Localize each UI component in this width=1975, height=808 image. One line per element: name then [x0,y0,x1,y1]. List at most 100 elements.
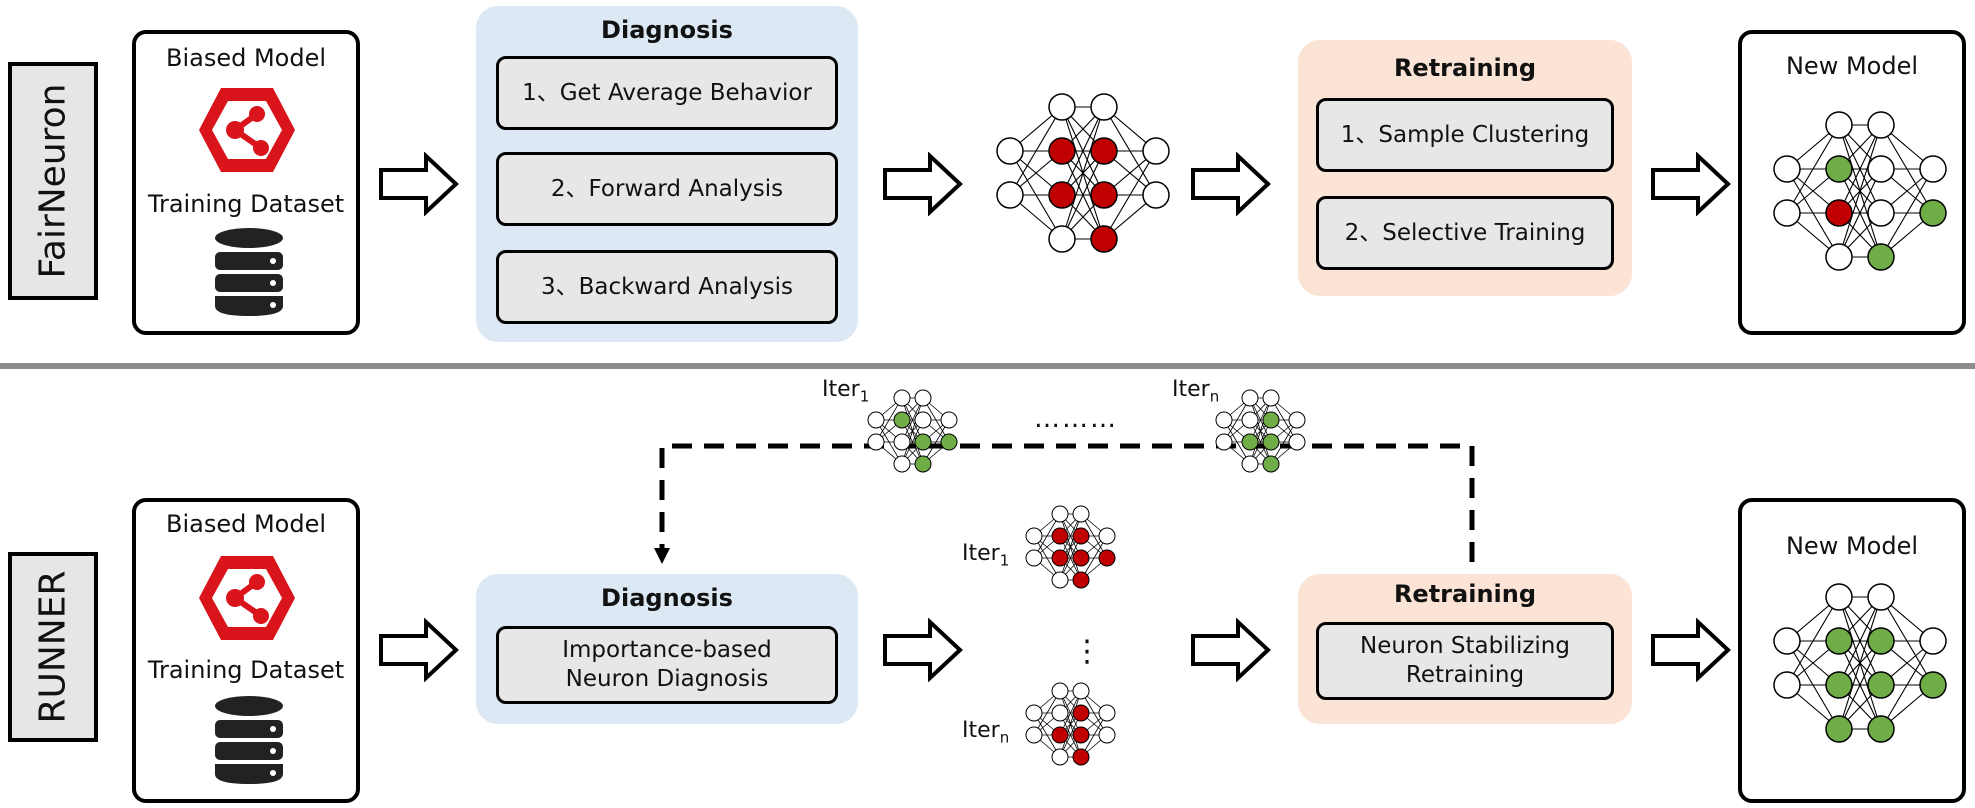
nn-neuron [1825,155,1853,183]
nn-neuron [1025,549,1043,567]
diagnosis-step-3: 3、Backward Analysis [496,250,838,324]
retraining-step-2: 2、Selective Training [1316,196,1614,270]
mid-iter-1-network [1025,505,1116,589]
nn-neuron [1048,225,1076,253]
nn-neuron [1090,93,1118,121]
top-new-model-title: New Model [1785,52,1919,80]
nn-neuron [1773,199,1801,227]
top-iter-1-label: Iter1 [822,377,869,405]
nn-edge [1009,106,1063,196]
fairneuron-label: FairNeuron [8,62,98,300]
nn-neuron [1051,682,1069,700]
top-iter-1-base: Iter [822,377,860,402]
nn-edge [1061,106,1105,196]
mid-iter-1-sub: 1 [999,551,1010,570]
nn-neuron [1773,671,1801,699]
top-iter-1-sub: 1 [859,387,870,406]
nn-neuron [893,433,911,451]
top-training-dataset-label: Training Dataset [147,190,345,218]
mid-iter-1-base: Iter [962,541,1000,566]
feedback-dashed-line [659,443,1475,562]
nn-neuron [1825,715,1853,743]
feedback-arrowhead [654,548,670,564]
importance-diagnosis-step: Importance-based Neuron Diagnosis [496,626,838,704]
nn-neuron [1867,715,1895,743]
nn-neuron [1867,111,1895,139]
nn-edge [1270,419,1298,465]
nn-neuron [1072,726,1090,744]
top-new-model-network [1773,111,1947,271]
importance-diagnosis-line-1: Importance-based [562,637,772,664]
nn-edge [1061,150,1105,240]
mid-iter-1-label: Iter1 [962,541,1009,569]
nn-edge [1249,397,1272,465]
nn-neuron [1098,704,1116,722]
nn-neuron [996,181,1024,209]
nn-neuron [1825,583,1853,611]
nn-neuron [1072,571,1090,589]
nn-neuron [867,411,885,429]
nn-edge [1786,124,1840,214]
bottom-retraining-panel: Retraining Neuron Stabilizing Retraining [1298,574,1632,724]
nn-neuron [1919,155,1947,183]
bottom-arrow-4 [1651,618,1731,682]
nn-neuron [1098,527,1116,545]
nn-neuron [1241,433,1259,451]
nn-neuron [1098,549,1116,567]
nn-edge [875,397,903,443]
nn-neuron [914,433,932,451]
nn-edge [1103,150,1157,240]
nn-neuron [1288,433,1306,451]
nn-edge [922,419,950,465]
horizontal-ellipsis: ……… [1034,404,1118,434]
nn-neuron [1142,137,1170,165]
nn-neuron [1090,181,1118,209]
bottom-new-model-title: New Model [1785,532,1919,560]
bottom-new-model-card: New Model [1738,498,1966,803]
nn-neuron [1867,243,1895,271]
nn-neuron [1072,549,1090,567]
nn-edge [1838,168,1882,258]
nn-neuron [940,411,958,429]
nn-neuron [1825,111,1853,139]
top-iter-1-network [867,389,958,473]
nn-neuron [940,433,958,451]
nn-neuron [1090,225,1118,253]
mid-iter-n-base: Iter [962,718,1000,743]
nn-neuron [1262,455,1280,473]
vertical-ellipsis: ⋮ [1072,634,1102,669]
bottom-biased-model-card: Biased Model Training Dataset [132,498,360,803]
top-biased-model-title: Biased Model [165,44,327,72]
top-arrow-1 [379,152,459,216]
nn-edge [1059,690,1082,758]
nn-neuron [1773,155,1801,183]
nn-neuron [914,411,932,429]
nn-neuron [1048,93,1076,121]
top-iter-n-label: Itern [1172,377,1219,405]
nn-neuron [1098,726,1116,744]
bottom-diagnosis-panel: Diagnosis Importance-based Neuron Diagno… [476,574,858,724]
hexagon-share-icon [199,556,295,640]
nn-edge [1033,513,1061,559]
nn-neuron [1072,682,1090,700]
nn-neuron [893,389,911,407]
top-diagnosis-panel: Diagnosis 1、Get Average Behavior 2、Forwa… [476,6,858,342]
nn-edge [1080,535,1108,581]
top-diagnosed-network [996,93,1170,253]
nn-neuron [1025,527,1043,545]
nn-neuron [1773,627,1801,655]
bottom-arrow-1 [379,618,459,682]
nn-neuron [1262,433,1280,451]
nn-neuron [1051,726,1069,744]
mid-iter-n-sub: n [999,728,1010,747]
nn-neuron [1051,571,1069,589]
database-icon [215,696,283,784]
nn-edge [1880,168,1934,258]
bottom-biased-model-title: Biased Model [165,510,327,538]
nn-neuron [1072,748,1090,766]
nn-edge [1838,124,1882,258]
top-diagnosis-title: Diagnosis [601,16,733,44]
neuron-stabilizing-line-2: Retraining [1405,662,1525,688]
nn-neuron [1825,671,1853,699]
